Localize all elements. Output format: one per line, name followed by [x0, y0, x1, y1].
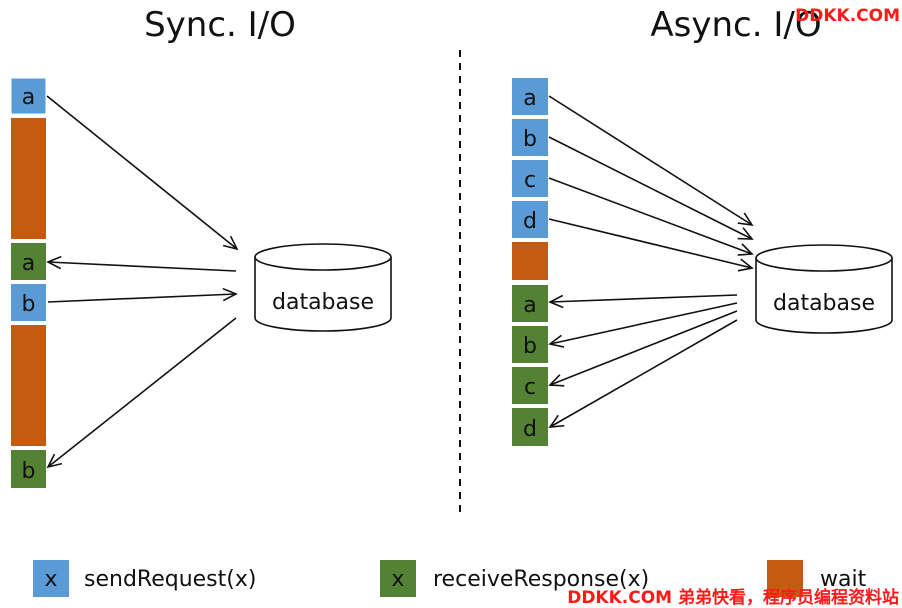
async-database: database — [755, 244, 893, 334]
async-arrow-send-a — [548, 95, 754, 227]
sync-database-label: database — [272, 290, 374, 315]
async-timeline: a b c d a b c d — [512, 78, 548, 446]
async-send-b-label: b — [523, 127, 537, 152]
legend-receive-symbol: x — [391, 567, 404, 592]
sync-receive-b-label: b — [22, 459, 36, 484]
legend-wait: wait — [767, 560, 867, 597]
async-receive-d: d — [512, 408, 548, 446]
watermark-top: DDKK.COM — [795, 6, 900, 26]
async-database-label: database — [773, 291, 875, 316]
sync-timeline: a a b b — [10, 77, 47, 488]
async-send-a: a — [512, 78, 548, 115]
async-arrows — [548, 95, 754, 428]
sync-arrows — [46, 95, 239, 469]
async-arrow-send-d — [548, 218, 754, 272]
async-receive-c: c — [512, 367, 548, 404]
legend-send: x sendRequest(x) — [33, 560, 256, 597]
legend: x sendRequest(x) x receiveResponse(x) wa… — [33, 560, 867, 597]
async-send-d-label: d — [523, 209, 537, 234]
async-arrow-receive-d — [548, 319, 738, 428]
sync-send-b: b — [11, 284, 46, 321]
sync-send-b-label: b — [22, 292, 36, 317]
async-send-d: d — [512, 201, 548, 238]
sync-receive-a-label: a — [22, 251, 35, 276]
legend-receive: x receiveResponse(x) — [380, 560, 649, 597]
async-receive-c-label: c — [524, 375, 536, 400]
legend-send-symbol: x — [44, 567, 57, 592]
async-arrow-send-b — [548, 136, 754, 240]
sync-send-a-label: a — [22, 85, 35, 110]
sync-database: database — [254, 243, 392, 332]
sync-send-a: a — [10, 77, 47, 115]
sync-wait-2 — [11, 325, 46, 446]
sync-arrow-send-a — [46, 95, 239, 251]
async-arrow-receive-c — [548, 310, 738, 387]
watermark-bottom: DDKK.COM 弟弟快看，程序员编程资料站 — [567, 587, 899, 608]
async-send-b: b — [512, 119, 548, 156]
async-arrow-receive-a — [548, 294, 738, 309]
async-arrow-receive-b — [548, 302, 738, 348]
async-receive-d-label: d — [523, 417, 537, 442]
async-send-c-label: c — [524, 168, 536, 193]
async-receive-a-label: a — [523, 293, 536, 318]
async-arrow-send-c — [548, 177, 754, 256]
async-send-a-label: a — [523, 86, 536, 111]
legend-wait-swatch — [767, 560, 803, 597]
async-send-c: c — [512, 160, 548, 197]
async-receive-b-label: b — [523, 334, 537, 359]
async-wait — [512, 242, 548, 280]
sync-arrow-receive-a — [46, 255, 237, 272]
sync-arrow-send-b — [47, 287, 238, 303]
async-receive-a: a — [512, 285, 548, 322]
sync-arrow-receive-b — [46, 317, 237, 469]
legend-wait-label: wait — [820, 567, 867, 592]
async-receive-b: b — [512, 326, 548, 363]
sync-title: Sync. I/O — [144, 5, 296, 45]
async-title: Async. I/O — [650, 5, 821, 45]
legend-receive-label: receiveResponse(x) — [433, 567, 649, 592]
legend-send-label: sendRequest(x) — [84, 567, 256, 592]
sync-receive-a: a — [11, 243, 46, 280]
sync-receive-b: b — [11, 450, 46, 488]
sync-wait-1 — [11, 118, 46, 239]
